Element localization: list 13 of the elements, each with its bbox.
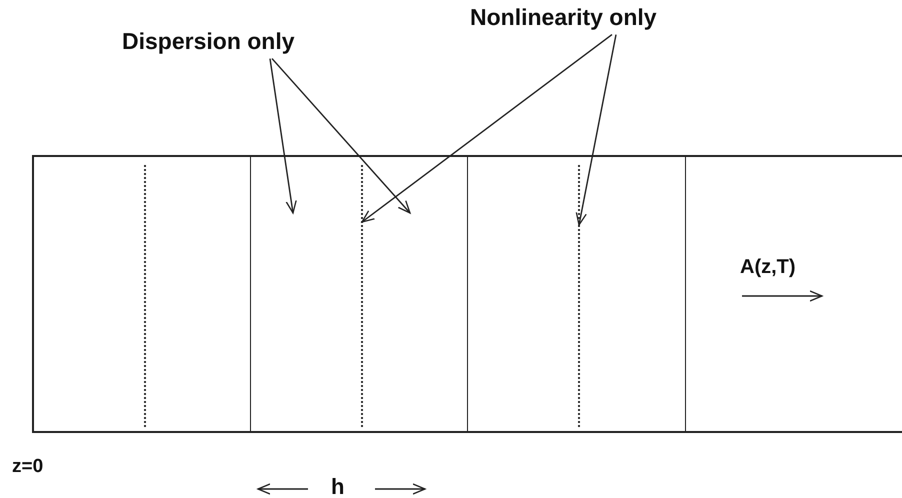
field-label: A(z,T) <box>740 255 796 279</box>
step-size-label: h <box>331 474 344 498</box>
fiber-segment-box <box>32 155 902 433</box>
leader-arrow <box>576 34 617 226</box>
callout-label: Nonlinearity only <box>470 4 657 32</box>
dotted-step-line <box>361 165 364 427</box>
leader-arrow <box>269 58 297 214</box>
dotted-step-line <box>578 165 581 427</box>
leader-arrow <box>361 34 612 223</box>
leader-arrow <box>271 58 411 214</box>
dotted-step-line <box>144 165 147 427</box>
callout-label: Dispersion only <box>122 28 295 56</box>
position-label: z=0 <box>12 456 44 479</box>
